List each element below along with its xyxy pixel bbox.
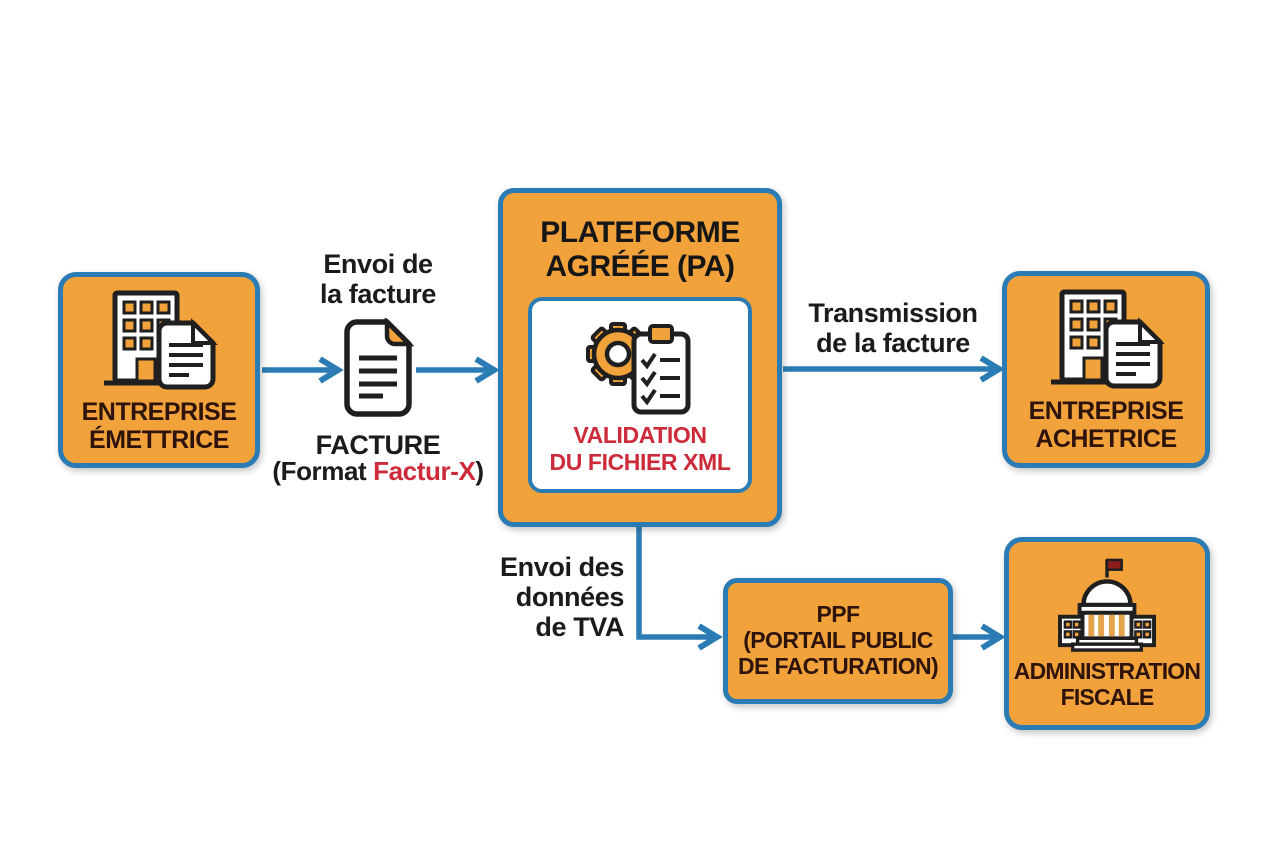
label-envoi-facture: Envoi de la facture xyxy=(319,249,437,310)
label-facture: FACTURE xyxy=(315,430,441,460)
arrow-platform-to-ppf xyxy=(636,527,723,651)
format-prefix: (Format xyxy=(272,456,374,486)
arrow-platform-to-buyer xyxy=(783,355,1005,383)
tax-admin-label: ADMINISTRATION FISCALE xyxy=(1013,658,1201,710)
format-facturx: Factur-X xyxy=(373,456,476,486)
node-plateforme-agreee: PLATEFORME AGRÉÉE (PA) xyxy=(498,188,782,527)
building-document-icon xyxy=(1051,289,1165,389)
validation-panel: VALIDATION DU FICHIER XML xyxy=(528,296,752,493)
label-transmission-facture: Transmission de la facture xyxy=(808,298,978,359)
government-building-icon xyxy=(1058,558,1156,653)
gear-checklist-icon xyxy=(586,322,691,415)
node-entreprise-achetrice: ENTREPRISE ACHETRICE xyxy=(1002,271,1210,468)
arrow-invoice-to-platform xyxy=(416,356,500,384)
arrow-ppf-to-admin xyxy=(953,623,1006,651)
ppf-label: PPF (PORTAIL PUBLIC DE FACTURATION) xyxy=(737,601,939,679)
label-envoi-donnees-tva: Envoi des données de TVA xyxy=(500,552,624,643)
label-facture-format: (Format Factur-X) xyxy=(258,456,498,486)
node-administration-fiscale: ADMINISTRATION FISCALE xyxy=(1004,537,1210,730)
arrow-emitter-to-invoice xyxy=(262,356,344,384)
validation-label: VALIDATION DU FICHIER XML xyxy=(549,422,731,475)
invoice-document-icon xyxy=(344,318,415,417)
emitter-label: ENTREPRISE ÉMETTRICE xyxy=(81,397,237,454)
building-document-icon xyxy=(104,290,218,389)
platform-title: PLATEFORME AGRÉÉE (PA) xyxy=(540,216,740,283)
node-entreprise-emettrice: ENTREPRISE ÉMETTRICE xyxy=(58,272,260,468)
format-suffix: ) xyxy=(475,456,484,486)
node-ppf: PPF (PORTAIL PUBLIC DE FACTURATION) xyxy=(723,578,953,704)
buyer-label: ENTREPRISE ACHETRICE xyxy=(1028,397,1184,453)
